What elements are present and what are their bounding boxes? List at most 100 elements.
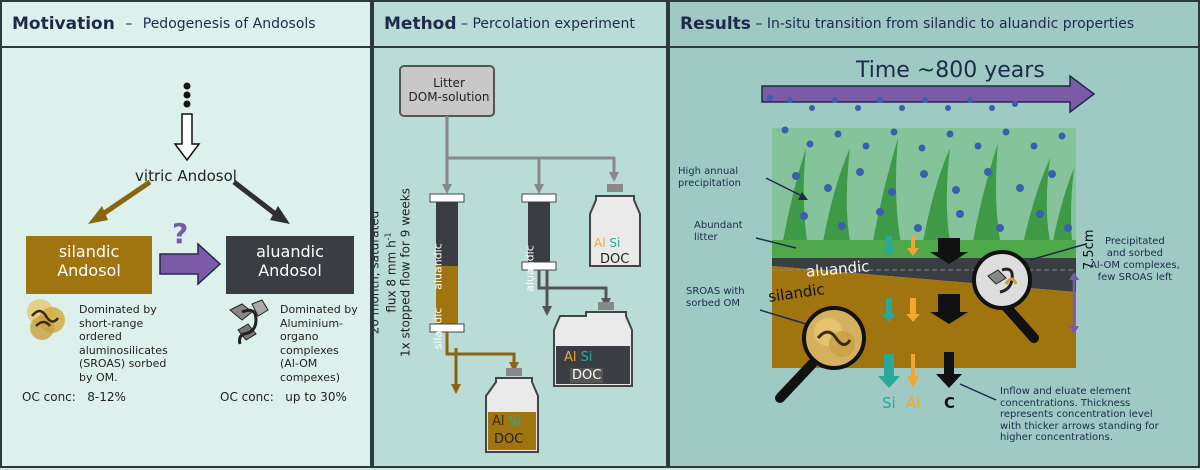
si-label: Si [508, 414, 521, 429]
inflow-legend: Inflow and eluate element concentrations… [1000, 386, 1159, 444]
litter-label: Abundant litter [694, 220, 743, 244]
col2-outflow-pipe [537, 270, 608, 302]
sil-desc-line: aluminosilicates [79, 343, 168, 357]
flux-line2: flux 8 mm h [384, 240, 399, 313]
c-flow-arrows [930, 238, 968, 388]
alu-desc-line: Aluminium- [280, 316, 344, 330]
flux-superscript: -1 [383, 232, 393, 241]
time-label: Time ~800 years [856, 58, 1045, 83]
col2-cap-top [521, 193, 557, 203]
sroas-label: SROAS with sorbed OM [686, 286, 745, 310]
method-title: Method [384, 14, 457, 34]
source-line2: DOM-solution [408, 90, 490, 104]
magnifier-sroas-icon [775, 306, 866, 403]
aluandic-description: Dominated by Aluminium- organo complexes… [280, 303, 358, 384]
time-arrow-icon [761, 74, 1096, 114]
inflow-callout-line [959, 383, 997, 401]
silandic-label-line1: silandic [58, 242, 120, 261]
method-panel: Method – Percolation experiment [372, 0, 668, 468]
distribution-pipe [445, 116, 616, 174]
oc-conc-left: OC conc: 8-12% [22, 390, 126, 404]
ellipsis-dot [183, 82, 191, 90]
inflow-line2: concentrations. Thickness [1000, 397, 1131, 409]
ellipsis-dot [183, 91, 191, 99]
col2-bottle-doc: DOC [570, 368, 604, 383]
col2-aluandic [528, 202, 550, 262]
alu-desc-line: organo [280, 330, 319, 343]
results-panel: Results – In-situ transition from siland… [668, 0, 1200, 468]
arrow-to-aluandic [232, 180, 280, 218]
col1-silandic-label: silandic [431, 307, 445, 350]
si-label: Si [580, 350, 593, 365]
precipitated-line3: Al-OM complexes, [1090, 260, 1180, 271]
sroas-line2: sorbed OM [686, 298, 740, 309]
bottle-aluandic-eluate [553, 302, 633, 387]
magnifier-al-om-icon [972, 250, 1039, 343]
litter-callout-line [755, 237, 797, 249]
flux-line3: 1x stopped flow for 9 weeks [398, 188, 413, 357]
plants [780, 138, 1074, 258]
results-diagram [755, 74, 1096, 403]
transition-arrow-icon [159, 242, 222, 286]
arrowhead-icon [798, 192, 808, 200]
alu-desc-line: Dominated by [280, 303, 358, 316]
sroas-line1: SROAS with [686, 286, 745, 297]
arrowhead-icon [609, 172, 619, 182]
col2-bottle-elements: Al Si [564, 350, 593, 365]
aluandic-label-line1: aluandic [256, 242, 324, 261]
vitric-andosol-label: vitric Andosol [135, 167, 237, 185]
precipitated-line1: Precipitated [1105, 236, 1165, 247]
precipitated-label: Precipitated and sorbed Al-OM complexes,… [1090, 236, 1180, 284]
sroas-callout-line [759, 309, 807, 325]
litter-solution-label: Litter DOM-solution [402, 76, 496, 104]
results-subtitle: In-situ transition from silandic to alua… [766, 16, 1135, 32]
silandic-andosol-label: silandic Andosol [26, 242, 152, 280]
motivation-panel: Motivation – Pedogenesis of Andosols [0, 0, 372, 468]
oc-value: 8-12% [87, 390, 126, 404]
litter-line2: litter [694, 232, 718, 243]
oc-value: up to 30% [285, 390, 347, 404]
precip-label: High annual precipitation [678, 166, 741, 190]
al-element-label: Al [906, 394, 921, 412]
si-flow-arrows [878, 236, 900, 388]
question-mark: ? [172, 217, 189, 250]
inflow-line4: with thicker arrows standing for [1000, 420, 1159, 432]
method-diagram [399, 65, 641, 453]
rain-drops [767, 95, 1072, 232]
aluandic-box [226, 236, 354, 294]
input-bottle-elements: Al Si [594, 236, 620, 250]
input-bottle-doc: DOC [600, 252, 630, 267]
arrowhead-icon [542, 306, 552, 316]
precipitated-line4: few SROAS left [1097, 272, 1173, 283]
motivation-header: Motivation – Pedogenesis of Andosols [2, 2, 370, 48]
col2-aluandic-label: aluandic [523, 245, 537, 292]
col1-aluandic [436, 202, 458, 266]
sroas-molecule-icon [27, 299, 65, 340]
alu-desc-line: (Al-OM [280, 357, 318, 370]
ellipsis-dot [183, 100, 191, 108]
col1-silandic [436, 266, 458, 324]
al-flow-arrows [906, 236, 920, 388]
motivation-diagram [26, 82, 354, 345]
oc-label: OC conc: [22, 390, 76, 404]
inflow-line5: higher concentrations. [1000, 432, 1113, 443]
precip-line2: precipitation [678, 178, 741, 189]
depth-arrow-icon [1069, 272, 1079, 334]
method-subtitle: Percolation experiment [472, 16, 635, 32]
motivation-subtitle: Pedogenesis of Andosols [142, 16, 316, 32]
arrowhead-icon [442, 184, 452, 194]
arrow-to-silandic [98, 179, 152, 219]
method-header: Method – Percolation experiment [374, 2, 666, 48]
sil-desc-line: (SROAS) sorbed [79, 357, 167, 370]
col1-bottle-doc: DOC [494, 432, 524, 447]
arrowhead-icon [509, 362, 519, 372]
silandic-description: Dominated by short-range ordered alumino… [79, 303, 168, 384]
results-title: Results [680, 14, 751, 34]
si-label: Si [609, 236, 621, 250]
sil-desc-line: ordered [79, 330, 122, 343]
alu-desc-line: complexes [280, 343, 339, 357]
motivation-title: Motivation [12, 14, 115, 34]
arrowhead-icon [451, 384, 461, 394]
flux-label: 20 month, saturated flux 8 mm h-1 1x sto… [374, 153, 413, 393]
alu-desc-line: compexes) [280, 370, 341, 384]
